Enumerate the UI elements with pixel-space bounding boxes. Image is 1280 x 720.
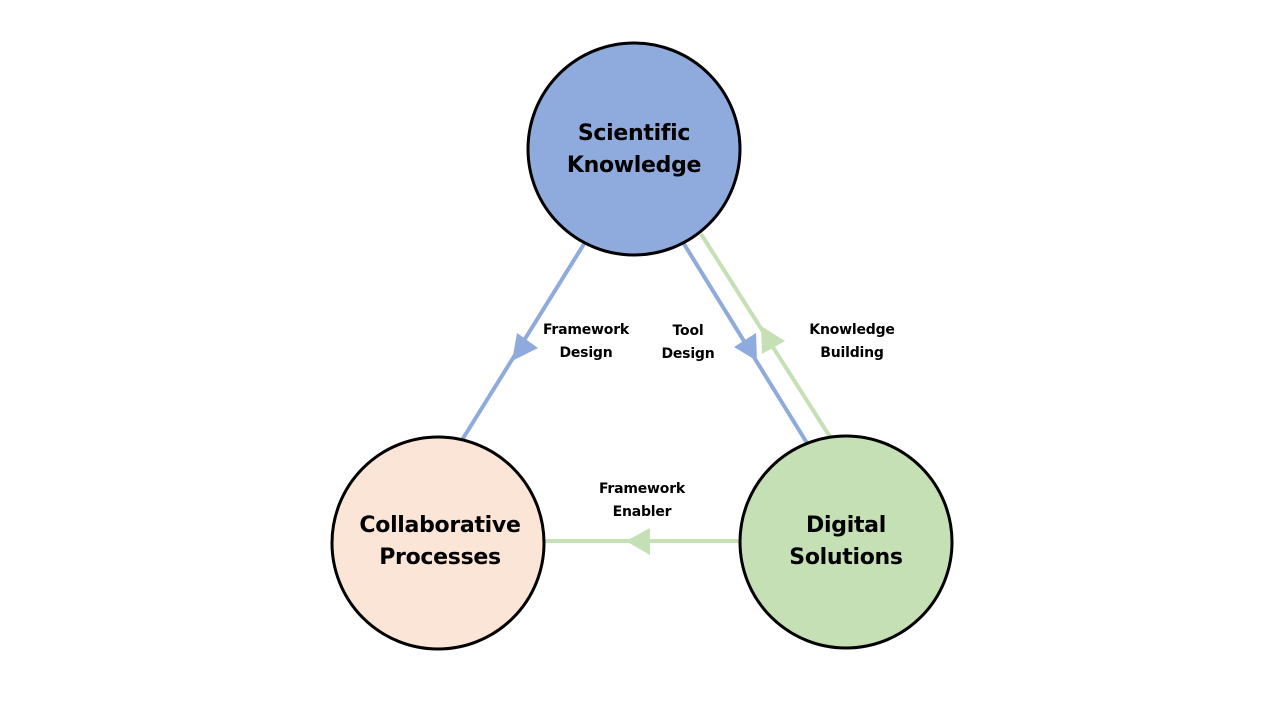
node-label-scientific-knowledge: Scientific Knowledge [534, 118, 734, 182]
edge-label-knowledge-building: Knowledge Building [792, 319, 912, 365]
node-label-line2: Solutions [789, 545, 903, 570]
node-collaborative-processes [330, 435, 546, 651]
edge-label-framework-design: Framework Design [526, 319, 646, 365]
edge-label-line2: Design [661, 346, 715, 362]
node-label-line1: Collaborative [359, 513, 521, 538]
arrowhead-framework-enabler [626, 528, 650, 555]
edge-label-tool-design: Tool Design [628, 320, 748, 366]
edge-tool-design [682, 242, 809, 445]
edge-framework-design [460, 242, 586, 442]
node-label-line2: Processes [379, 545, 501, 570]
node-label-digital-solutions: Digital Solutions [746, 510, 946, 574]
node-scientific-knowledge [526, 41, 742, 257]
edge-label-line1: Tool [672, 323, 704, 339]
edge-label-line1: Framework [598, 481, 686, 497]
node-label-line1: Scientific [577, 121, 691, 146]
edge-label-framework-enabler: Framework Enabler [582, 478, 702, 524]
edge-label-line1: Framework [542, 322, 630, 338]
edge-knowledge-building [699, 232, 834, 442]
node-digital-solutions [738, 434, 954, 650]
edge-label-line2: Design [559, 345, 613, 361]
arrowhead-tool-design [734, 333, 757, 361]
edge-label-line2: Building [820, 345, 884, 361]
node-label-collaborative-processes: Collaborative Processes [340, 510, 540, 574]
edge-label-line2: Enabler [612, 504, 672, 520]
node-label-line1: Digital [806, 513, 886, 538]
edge-framework-enabler [545, 528, 740, 555]
arrowhead-knowledge-building [761, 326, 785, 354]
edge-label-line1: Knowledge [809, 322, 895, 338]
node-label-line2: Knowledge [566, 153, 702, 178]
arrowhead-framework-design [512, 333, 538, 361]
